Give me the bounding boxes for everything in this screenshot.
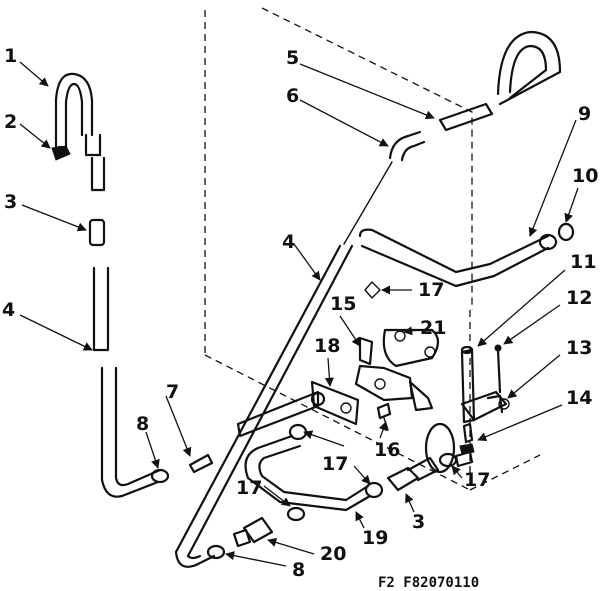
callout-4-left: 4 [2, 299, 15, 321]
callout-7: 7 [166, 381, 179, 403]
tube-part-4 [174, 244, 354, 568]
figure-code: F2 F82070110 [378, 575, 479, 591]
callout-8-lower: 8 [292, 559, 305, 581]
callout-17-left: 17 [236, 477, 262, 499]
callout-3-left: 3 [4, 191, 17, 213]
callout-21: 21 [420, 317, 446, 339]
clamp-8-upper [150, 468, 170, 484]
connector-3-right [386, 456, 440, 492]
callout-9: 9 [578, 103, 591, 125]
leader-lines [19, 61, 579, 567]
bracket-18 [236, 380, 360, 438]
callout-5: 5 [286, 47, 299, 69]
line-6-to-4 [343, 161, 393, 245]
cap-part-2 [51, 145, 71, 161]
callout-17-mid: 17 [322, 453, 348, 475]
valve-13 [460, 390, 510, 422]
cabinet-outline [204, 7, 541, 491]
callout-14: 14 [566, 387, 592, 409]
callout-12: 12 [566, 287, 592, 309]
callout-3-right: 3 [412, 511, 425, 533]
callout-1: 1 [4, 45, 17, 67]
nut-14 [459, 422, 475, 455]
clamp-17-lower [286, 506, 306, 522]
callout-8-upper: 8 [136, 413, 149, 435]
tube-9 [358, 222, 575, 288]
callout-15: 15 [330, 293, 356, 315]
callout-13: 13 [566, 337, 592, 359]
callout-16: 16 [374, 439, 400, 461]
callout-19: 19 [362, 527, 388, 549]
callout-11: 11 [570, 251, 596, 273]
callout-17-right: 17 [464, 469, 490, 491]
fitting-7 [188, 453, 214, 474]
callout-2: 2 [4, 111, 17, 133]
callout-labels: 1 2 3 4 5 6 4 7 8 9 10 11 12 13 14 15 16… [2, 45, 598, 581]
pin-12 [494, 344, 502, 394]
callout-10: 10 [572, 165, 598, 187]
fitting-20 [232, 516, 274, 548]
hose-5 [438, 30, 562, 132]
callout-18: 18 [314, 335, 340, 357]
callout-6: 6 [286, 85, 299, 107]
left-hose-assembly [53, 72, 162, 498]
callout-17-top: 17 [418, 279, 444, 301]
elbow-6 [388, 130, 426, 162]
clamp-8-lower [206, 544, 226, 560]
callout-4-center: 4 [282, 231, 295, 253]
valve-assembly-21 [354, 281, 440, 412]
callout-20: 20 [320, 543, 346, 565]
